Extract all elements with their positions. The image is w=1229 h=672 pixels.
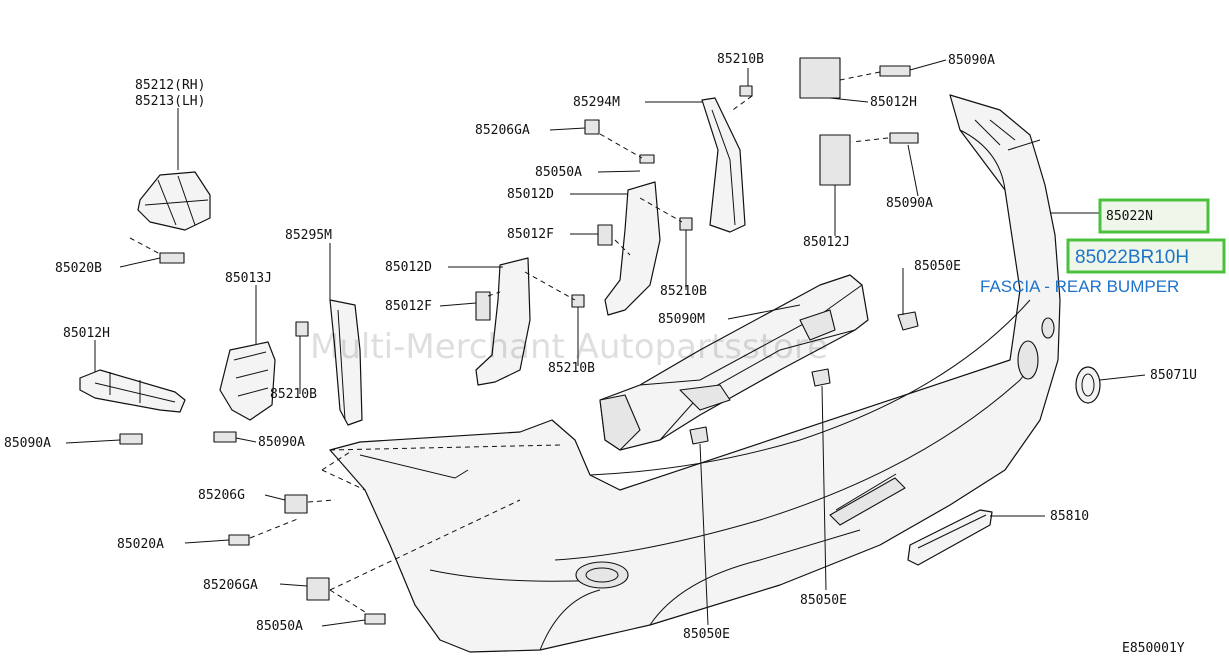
label-85020a: 85020A (117, 537, 164, 552)
label-85012d-b: 85012D (507, 187, 554, 202)
side-bracket-85012d-upper (604, 181, 661, 316)
label-85050e-b1: 85050E (683, 627, 730, 642)
side-bracket-85013j (219, 341, 276, 421)
part-description: FASCIA - REAR BUMPER (980, 277, 1179, 296)
highlight-box-85022br10h[interactable] (1066, 238, 1226, 274)
label-85071u: 85071U (1150, 368, 1197, 383)
watermark: Multi-Merchant Autopartsstore (310, 327, 828, 367)
energy-absorber (599, 274, 869, 451)
part-number-85022br10h: 85022BR10H (1075, 247, 1189, 268)
fasteners (119, 57, 919, 625)
label-85012d-a: 85012D (385, 260, 432, 275)
label-85213: 85213(LH) (135, 94, 205, 109)
label-85022n: 85022N (1106, 209, 1153, 224)
label-85210b-top: 85210B (717, 52, 764, 67)
label-85210b-a: 85210B (270, 387, 317, 402)
label-85212: 85212(RH) (135, 78, 205, 93)
label-85206g: 85206G (198, 488, 245, 503)
label-85013j: 85013J (225, 271, 272, 286)
highlighted-part: 85022N 85022BR10H FASCIA - REAR BUMPER (980, 198, 1226, 296)
label-85012h-left: 85012H (63, 326, 110, 341)
label-85206ga-top: 85206GA (475, 123, 530, 138)
label-85210b-b: 85210B (548, 361, 595, 376)
label-85810: 85810 (1050, 509, 1089, 524)
label-85050e-r: 85050E (914, 259, 961, 274)
label-85050a-bot: 85050A (256, 619, 303, 634)
rear-bumper-fascia (329, 94, 1061, 653)
label-85012f-b: 85012F (507, 227, 554, 242)
label-85020b: 85020B (55, 261, 102, 276)
label-85210b-c: 85210B (660, 284, 707, 299)
label-85012h-top: 85012H (870, 95, 917, 110)
figure-code: E850001Y (1122, 641, 1185, 656)
retainer-85295m (329, 299, 363, 426)
clips-85050e (689, 311, 919, 445)
label-85294m: 85294M (573, 95, 620, 110)
highlight-box-85022n[interactable] (1098, 198, 1210, 234)
label-85012j: 85012J (803, 235, 850, 250)
label-85295m: 85295M (285, 228, 332, 243)
label-85090a-top: 85090A (948, 53, 995, 68)
lamp-housing-85212 (137, 171, 211, 231)
bracket-85012h-left (79, 369, 186, 413)
label-85206ga-bot: 85206GA (203, 578, 258, 593)
part-labels: 85212(RH) 85213(LH) 85020B 85012H 85090A… (4, 52, 1197, 656)
label-85012f-a: 85012F (385, 299, 432, 314)
side-bracket-85012d-lower (475, 257, 531, 386)
label-85090m: 85090M (658, 312, 705, 327)
tow-hook-cover (1075, 366, 1101, 404)
label-85050e-b2: 85050E (800, 593, 847, 608)
reflector (907, 509, 993, 566)
label-85090a-r: 85090A (886, 196, 933, 211)
label-85090a-left: 85090A (4, 436, 51, 451)
retainer-85294m (701, 97, 746, 233)
label-85050a-top: 85050A (535, 165, 582, 180)
label-85090a-mid: 85090A (258, 435, 305, 450)
leader-lines (65, 59, 1146, 627)
